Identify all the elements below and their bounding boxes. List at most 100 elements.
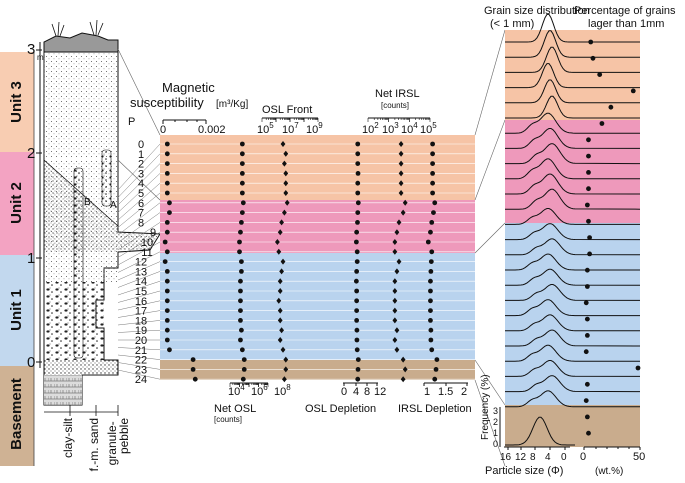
data-point <box>354 318 360 323</box>
data-point <box>240 200 246 206</box>
depth-tick-1: 1 <box>27 250 35 267</box>
grain-y-tick-0: 0 <box>493 439 498 449</box>
data-point <box>276 297 282 304</box>
grain-curve <box>505 158 640 180</box>
sample-label: 22 <box>135 355 147 367</box>
data-point <box>430 151 435 157</box>
coarse-point <box>586 430 591 436</box>
data-point <box>355 200 361 206</box>
data-point <box>355 376 361 382</box>
grain-curve <box>505 284 641 301</box>
osl-front-tick-1e7: 107 <box>282 121 299 136</box>
coarse-unit: (wt.%) <box>595 466 623 477</box>
data-point <box>429 220 435 225</box>
data-point <box>354 327 360 333</box>
data-point <box>164 337 170 343</box>
coarse-point <box>630 88 636 94</box>
grain-curve <box>505 390 640 408</box>
sample-label: 17 <box>135 306 147 318</box>
sample-label: 7 <box>138 208 144 220</box>
data-point <box>428 298 433 304</box>
data-point <box>279 219 284 226</box>
grain-curve <box>505 188 641 210</box>
osl-dep-tick-0: 0 <box>341 386 347 398</box>
unit-band-unit1 <box>0 255 34 366</box>
data-point <box>282 209 287 216</box>
coarse-tick-0: 0 <box>580 451 586 463</box>
data-point <box>164 278 170 284</box>
data-point <box>428 229 433 235</box>
coarse-point <box>584 267 590 273</box>
data-point <box>283 180 289 187</box>
data-point <box>430 180 435 186</box>
grain-size-panel: Grain size distribution (< 1 mm) Percent… <box>480 5 676 477</box>
sample-label: 14 <box>135 276 147 288</box>
sample-column-header: P <box>128 116 135 128</box>
data-point <box>240 376 246 382</box>
data-point <box>394 229 400 236</box>
data-point <box>238 278 243 284</box>
mag-tick-0: 0 <box>160 124 166 136</box>
depth-unit: m <box>37 53 44 62</box>
data-point <box>239 180 245 186</box>
sample-label: 21 <box>135 345 147 357</box>
sample-connector <box>117 354 161 360</box>
data-point <box>355 210 361 216</box>
data-point <box>392 317 398 324</box>
irsl-dep-tick-1: 1 <box>424 386 430 398</box>
data-point <box>279 327 284 334</box>
grain-x-tick-0: 0 <box>561 452 567 463</box>
data-point <box>425 239 431 245</box>
data-point <box>355 357 361 362</box>
net-osl-tick-1e4: 104 <box>228 383 245 398</box>
coarse-point <box>584 316 590 322</box>
coarse-title-line1: Percentage of grains <box>574 5 676 17</box>
data-point <box>428 269 434 274</box>
data-point <box>354 229 360 235</box>
data-point <box>394 327 400 334</box>
data-point <box>237 239 242 245</box>
data-point <box>282 160 287 167</box>
sample-label: 2 <box>138 159 144 171</box>
sample-connector <box>117 300 161 311</box>
irsl-dep-tick-15: 1.5 <box>438 386 453 398</box>
grain-curve <box>505 13 640 43</box>
data-point <box>190 367 196 372</box>
grain-band-basement <box>505 405 640 447</box>
data-point <box>167 210 172 216</box>
data-point <box>164 151 170 157</box>
sample-connector <box>117 320 161 326</box>
grain-curve <box>505 360 641 377</box>
data-point <box>279 268 284 275</box>
panel-points <box>162 141 440 383</box>
grain-curve <box>505 344 640 362</box>
connector-lines <box>117 29 506 467</box>
data-point <box>239 190 245 196</box>
data-point <box>400 209 406 216</box>
sample-connector <box>117 369 161 380</box>
data-point <box>239 210 245 216</box>
net-irsl-tick-1e3: 103 <box>382 121 399 136</box>
sample-connector <box>117 362 161 370</box>
data-point <box>434 357 440 362</box>
data-point <box>283 356 289 363</box>
panel-titles-top: Magnetic susceptibility [m³/Kg] 0 0.002 … <box>130 80 437 136</box>
data-point <box>164 327 170 333</box>
data-point <box>354 347 360 353</box>
mag-tick-0002: 0.002 <box>198 124 226 136</box>
band-unit1 <box>160 253 475 360</box>
data-point <box>277 317 283 324</box>
data-point <box>402 199 408 206</box>
grain-axis-fm-sand: f.-m. sand <box>87 418 101 471</box>
data-point <box>283 190 289 196</box>
grain-curve <box>505 375 641 393</box>
data-point <box>398 141 404 147</box>
grain-axis-granule: granule- <box>105 421 119 465</box>
grain-axis-clay-silt: clay-silt <box>61 417 75 458</box>
data-point <box>167 347 172 353</box>
sample-connector <box>117 222 161 251</box>
osl-dep-tick-8: 8 <box>364 386 370 398</box>
sample-connector <box>117 290 161 303</box>
coarse-point <box>635 365 641 371</box>
data-point <box>238 308 243 313</box>
